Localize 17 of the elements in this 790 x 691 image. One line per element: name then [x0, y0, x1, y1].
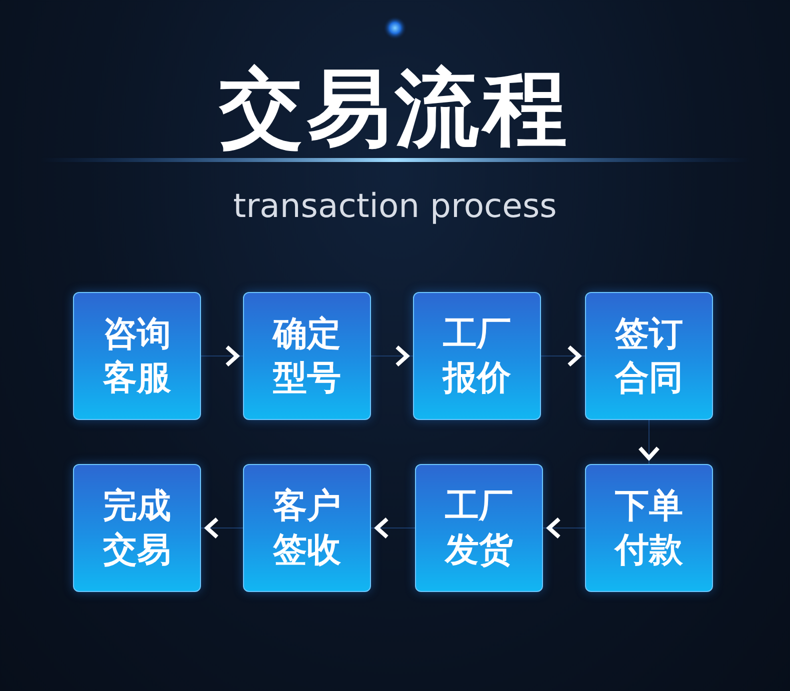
arrow [200, 517, 244, 539]
step-box: 客户签收 [243, 464, 371, 592]
step-box: 完成交易 [73, 464, 201, 592]
arrow [542, 517, 586, 539]
step-box: 下单付款 [585, 464, 713, 592]
arrow [200, 345, 244, 367]
arrow [370, 517, 416, 539]
step-box: 工厂发货 [415, 464, 543, 592]
step-box: 工厂报价 [413, 292, 541, 420]
title: 交易流程 [219, 59, 571, 157]
subtitle: transaction process [233, 186, 557, 225]
step-box: 咨询客服 [73, 292, 201, 420]
step-box: 签订合同 [585, 292, 713, 420]
arrow [370, 345, 414, 367]
arrow [540, 345, 586, 367]
arrow [638, 420, 660, 464]
step-box: 确定型号 [243, 292, 371, 420]
